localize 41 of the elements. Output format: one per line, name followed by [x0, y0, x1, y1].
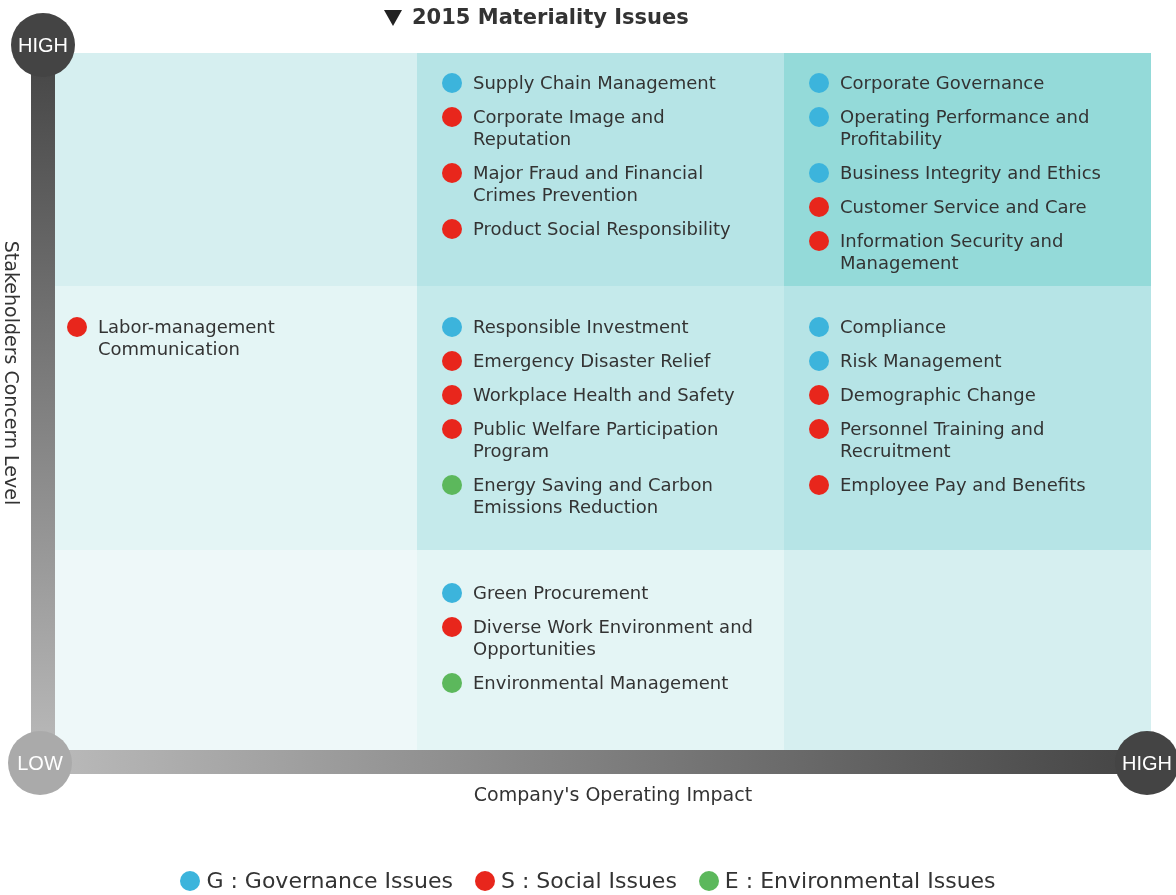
issue-text: Corporate Image and Reputation	[473, 106, 666, 150]
issue-text: Public Welfare Participation Program	[473, 418, 720, 462]
matrix-cell	[55, 53, 417, 286]
issue-text: Compliance	[840, 316, 947, 338]
issue-text: Major Fraud and Financial Crimes Prevention	[473, 162, 705, 206]
matrix-cell	[784, 286, 1151, 550]
axis-level-label: HIGH	[1115, 731, 1176, 795]
issue-text: Personnel Training and Recruitment	[840, 418, 1046, 462]
matrix-cell	[55, 286, 417, 550]
issue-text: Responsible Investment	[473, 316, 690, 338]
issue-text: Emergency Disaster Relief	[473, 350, 712, 372]
issue-text: Risk Management	[840, 350, 1003, 372]
axis-level-label: HIGH	[11, 13, 75, 77]
legend-text: E : Environmental Issues	[724, 868, 996, 893]
axis-level-label: LOW	[8, 731, 72, 795]
axis-title: Company's Operating Impact	[473, 783, 753, 805]
legend-text: G : Governance Issues	[206, 868, 453, 893]
matrix-cell	[55, 550, 417, 750]
issue-text: Customer Service and Care	[840, 196, 1088, 218]
issue-text: Corporate Governance	[840, 72, 1046, 94]
issue-text: Labor-management Communication	[98, 316, 276, 360]
issue-text: Diverse Work Environment and Opportunities	[473, 616, 754, 660]
issue-text: Employee Pay and Benefits	[840, 474, 1087, 496]
issue-text: Green Procurement	[473, 582, 650, 604]
issue-text: Business Integrity and Ethics	[840, 162, 1102, 184]
matrix-cell	[417, 53, 784, 286]
issue-text: Product Social Responsibility	[473, 218, 732, 240]
issue-text: Information Security and Management	[840, 230, 1065, 274]
issue-text: Workplace Health and Safety	[473, 384, 736, 406]
issue-text: Energy Saving and Carbon Emissions Reduction	[473, 474, 714, 518]
issue-text: Demographic Change	[840, 384, 1037, 406]
matrix-cell	[417, 550, 784, 750]
issue-text: Environmental Management	[473, 672, 730, 694]
issue-text: Supply Chain Management	[473, 72, 717, 94]
matrix-cell	[784, 550, 1151, 750]
axis-title: Stakeholders Concern Level	[1, 240, 23, 506]
legend-text: S : Social Issues	[500, 868, 677, 893]
diagram-title: 2015 Materiality Issues	[412, 5, 689, 29]
issue-text: Operating Performance and Profitability	[840, 106, 1091, 150]
matrix-cell	[784, 53, 1151, 286]
matrix-cell	[417, 286, 784, 550]
